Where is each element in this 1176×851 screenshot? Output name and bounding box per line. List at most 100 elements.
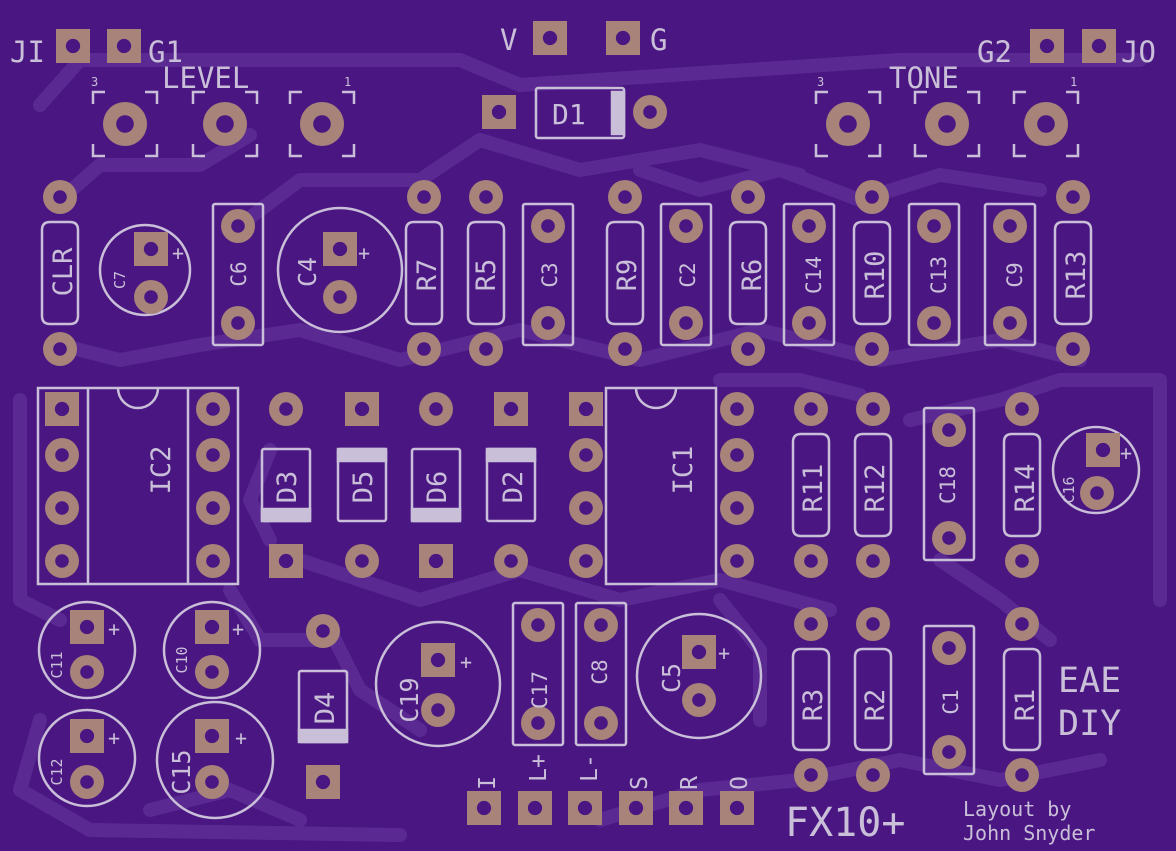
label-io-lp: L+ (526, 754, 552, 782)
pad-hole (79, 619, 95, 635)
silk-outline (162, 600, 262, 700)
pad-hole (541, 316, 555, 330)
pad-hole (692, 693, 706, 707)
diode-band (610, 90, 626, 136)
silk-outline (907, 202, 961, 347)
pad-hole (741, 342, 755, 356)
label-r7: R7 (412, 259, 443, 292)
label-io-r: R (677, 776, 703, 790)
label-r14: R14 (1010, 464, 1041, 513)
silk-outline (1051, 425, 1141, 515)
credit-line-2: John Snyder (963, 821, 1095, 845)
pad-hole (231, 316, 245, 330)
pad-hole (313, 115, 331, 133)
pad-hole (577, 800, 593, 816)
label-io-o: O (727, 776, 753, 790)
pad-hole (1066, 342, 1080, 356)
pad-hole (231, 219, 245, 233)
pad-hole (279, 402, 293, 416)
pad-hole (417, 190, 431, 204)
resistor-outline (466, 220, 506, 326)
pad-hole (927, 316, 941, 330)
pad-hole (479, 342, 493, 356)
silk-outline (521, 202, 575, 347)
brand-line-2: DIY (1058, 704, 1121, 744)
label-d3: D3 (272, 471, 303, 504)
pad-hole (315, 774, 331, 790)
label-io-s: S (627, 776, 653, 790)
pad-hole (332, 241, 348, 257)
pad-hole (1037, 115, 1055, 133)
label-c6: C6 (227, 261, 251, 286)
pad-hole (643, 105, 657, 119)
pad-hole (741, 190, 755, 204)
silk-outline (276, 206, 404, 334)
pad-hole (206, 501, 220, 515)
label-c7: C7 (111, 271, 129, 289)
pad-hole (204, 619, 220, 635)
plus-c15: + (235, 726, 247, 750)
label-r5: R5 (471, 259, 502, 292)
label-r2: R2 (860, 689, 891, 722)
copper-trace (13, 713, 407, 842)
copper-trace (13, 393, 67, 627)
label-c14: C14 (802, 256, 826, 294)
label-c9: C9 (1003, 262, 1027, 287)
label-c4: C4 (293, 257, 322, 287)
pad-hole (542, 30, 558, 46)
silk-outline (922, 624, 976, 776)
pad-hole (729, 800, 745, 816)
pad-hole (1015, 402, 1029, 416)
silk-outline (635, 612, 763, 740)
silk-outline (659, 202, 713, 347)
diode-band (297, 728, 349, 744)
pad-hole (80, 665, 94, 679)
silk-outline (374, 620, 502, 748)
pad-hole (942, 641, 956, 655)
pad-hole (333, 290, 347, 304)
plus-c12: + (108, 726, 120, 750)
solder-pads (43, 21, 1120, 825)
pad-hole (55, 501, 69, 515)
pad-hole (730, 402, 744, 416)
resistor-outline (791, 647, 831, 752)
diode-band (260, 507, 312, 523)
label-level-pin3: 3 (91, 75, 98, 89)
label-d4: D4 (310, 692, 341, 725)
pad-hole (1095, 442, 1111, 458)
silk-outline (983, 202, 1037, 347)
pad-hole (479, 190, 493, 204)
label-d1: D1 (552, 98, 586, 131)
label-c15: C15 (167, 749, 196, 794)
pad-hole (431, 703, 445, 717)
resistor-outline (1002, 647, 1042, 752)
plus-c19: + (460, 650, 472, 674)
pad-hole (116, 115, 134, 133)
label-c12: C12 (48, 758, 66, 785)
label-r10: R10 (860, 251, 891, 300)
label-ic1: IC1 (668, 446, 699, 495)
pad-hole (531, 618, 545, 632)
silk-outline (782, 202, 836, 347)
pad-hole (144, 290, 158, 304)
silkscreen-labels: JI G1 V G G2 JO LEVEL TONE 3 1 3 1 D1 CL… (10, 23, 1156, 846)
pad-hole (579, 554, 593, 568)
pad-hole (942, 423, 956, 437)
label-r3: R3 (798, 689, 829, 722)
pad-hole (116, 38, 132, 54)
pad-hole (1003, 316, 1017, 330)
label-level-pin1: 1 (344, 75, 351, 89)
pad-hole (618, 342, 632, 356)
label-r11: R11 (798, 464, 829, 513)
label-ji: JI (10, 35, 45, 69)
pad-hole (417, 342, 431, 356)
pad-hole (839, 115, 857, 133)
pad-hole (1003, 219, 1017, 233)
pad-hole (491, 104, 507, 120)
silk-outline (211, 202, 265, 347)
pot-outline (913, 90, 981, 158)
label-tone: TONE (889, 61, 959, 95)
label-g2: G2 (977, 35, 1012, 69)
label-c5: C5 (657, 663, 686, 693)
silk-outline (98, 223, 192, 317)
